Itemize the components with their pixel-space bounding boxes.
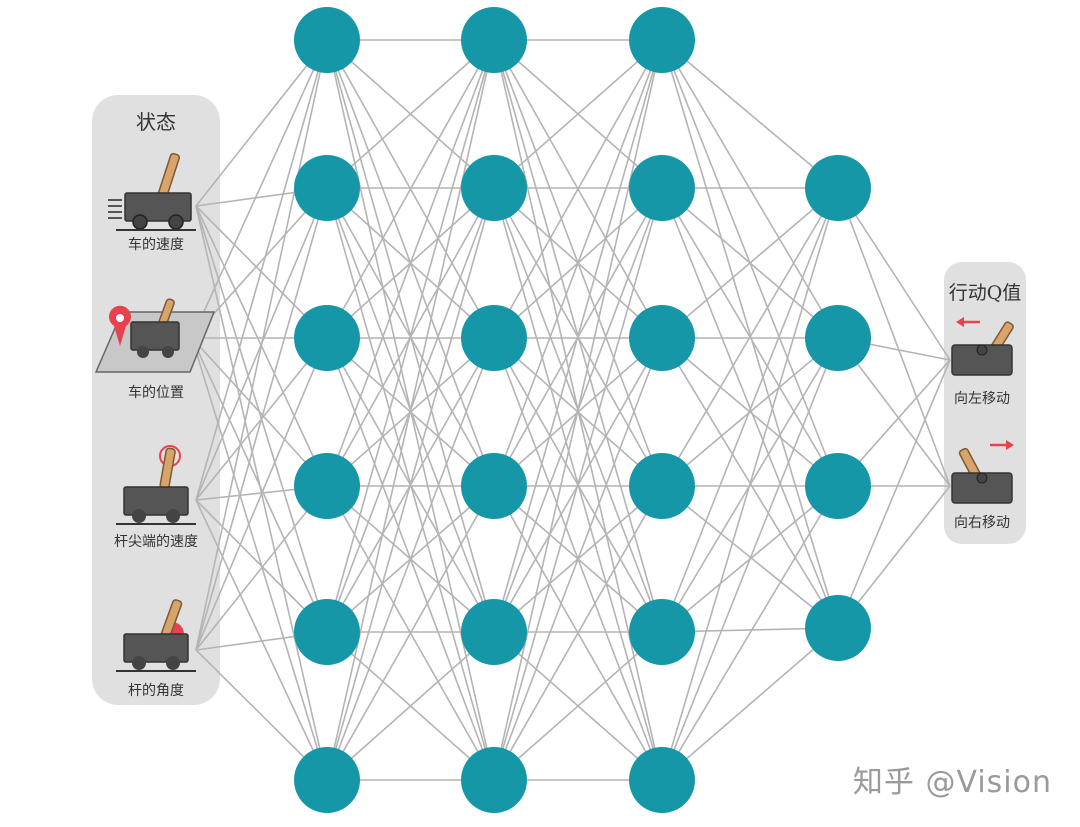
hidden-edge: [326, 187, 495, 781]
input-panel: [92, 95, 220, 705]
neuron-node: [461, 305, 527, 371]
hidden-edge: [661, 337, 839, 781]
pole-tip-velocity-icon: [116, 445, 196, 525]
input-edge: [195, 39, 328, 501]
pole-angle-icon: [116, 599, 196, 672]
neuron-node: [294, 7, 360, 73]
neuron-node: [805, 155, 871, 221]
network-nodes: [294, 7, 871, 813]
input-edge: [195, 39, 328, 651]
network-edges: [191, 39, 951, 781]
neuron-node: [294, 747, 360, 813]
output-panel-title: 行动Q值: [949, 282, 1022, 304]
move-right-icon: [951, 440, 1014, 504]
input-panel-title: 状态: [136, 110, 176, 134]
cart-position-icon: [94, 298, 216, 373]
output-label-move-left: 向左移动: [954, 391, 1010, 407]
hidden-edge: [661, 187, 839, 487]
hidden-edge: [661, 39, 839, 189]
hidden-edge: [493, 631, 663, 781]
hidden-edge: [661, 485, 839, 781]
neuron-node: [294, 305, 360, 371]
neuron-node: [629, 747, 695, 813]
neuron-node: [805, 305, 871, 371]
neuron-node: [294, 453, 360, 519]
hidden-edge: [493, 39, 663, 189]
hidden-edge: [493, 39, 663, 339]
input-edge: [195, 187, 328, 651]
input-edge: [191, 39, 328, 339]
input-edge: [195, 337, 328, 651]
input-edge: [191, 187, 328, 339]
neuron-node: [461, 7, 527, 73]
output-edge: [837, 359, 951, 629]
watermark: 知乎 @Vision: [852, 765, 1052, 800]
hidden-edge: [661, 187, 839, 633]
neuron-node: [629, 599, 695, 665]
neuron-node: [294, 599, 360, 665]
hidden-edge: [326, 39, 495, 189]
hidden-edge: [326, 39, 495, 781]
input-edge: [191, 337, 328, 633]
neuron-node: [461, 453, 527, 519]
input-edge: [191, 337, 328, 781]
input-edge: [195, 485, 328, 651]
input-label-cart-velocity: 车的速度: [128, 236, 184, 253]
neuron-node: [805, 453, 871, 519]
move-left-icon: [951, 317, 1014, 376]
input-edge: [191, 337, 328, 487]
neuron-node: [461, 599, 527, 665]
hidden-edge: [493, 39, 663, 633]
input-edge: [195, 39, 328, 207]
input-label-pole-angle: 杆的角度: [128, 683, 184, 699]
neuron-node: [461, 155, 527, 221]
hidden-edge: [661, 187, 839, 339]
hidden-edge: [326, 39, 495, 339]
hidden-edge: [326, 485, 495, 781]
hidden-edge: [493, 39, 663, 487]
output-edge: [837, 187, 951, 361]
hidden-edge: [326, 337, 495, 781]
hidden-edge: [493, 485, 663, 781]
neuron-node: [294, 155, 360, 221]
neuron-node: [629, 305, 695, 371]
hidden-edge: [493, 187, 663, 781]
input-label-cart-position: 车的位置: [128, 384, 184, 401]
neuron-node: [629, 155, 695, 221]
hidden-edge: [326, 39, 495, 487]
hidden-edge: [661, 627, 839, 781]
hidden-edge: [326, 631, 495, 781]
input-label-pole-tip-velocity: 杆尖端的速度: [114, 534, 198, 550]
output-edge: [837, 187, 951, 487]
hidden-edge: [661, 187, 839, 781]
hidden-edge: [493, 39, 663, 781]
output-label-move-right: 向右移动: [954, 515, 1010, 531]
neuron-node: [805, 595, 871, 661]
neuron-node: [461, 747, 527, 813]
cart-velocity-icon: [108, 152, 196, 231]
hidden-edge: [326, 39, 495, 633]
hidden-edge: [493, 337, 663, 781]
neuron-node: [629, 453, 695, 519]
neuron-node: [629, 7, 695, 73]
hidden-edge: [661, 39, 839, 629]
